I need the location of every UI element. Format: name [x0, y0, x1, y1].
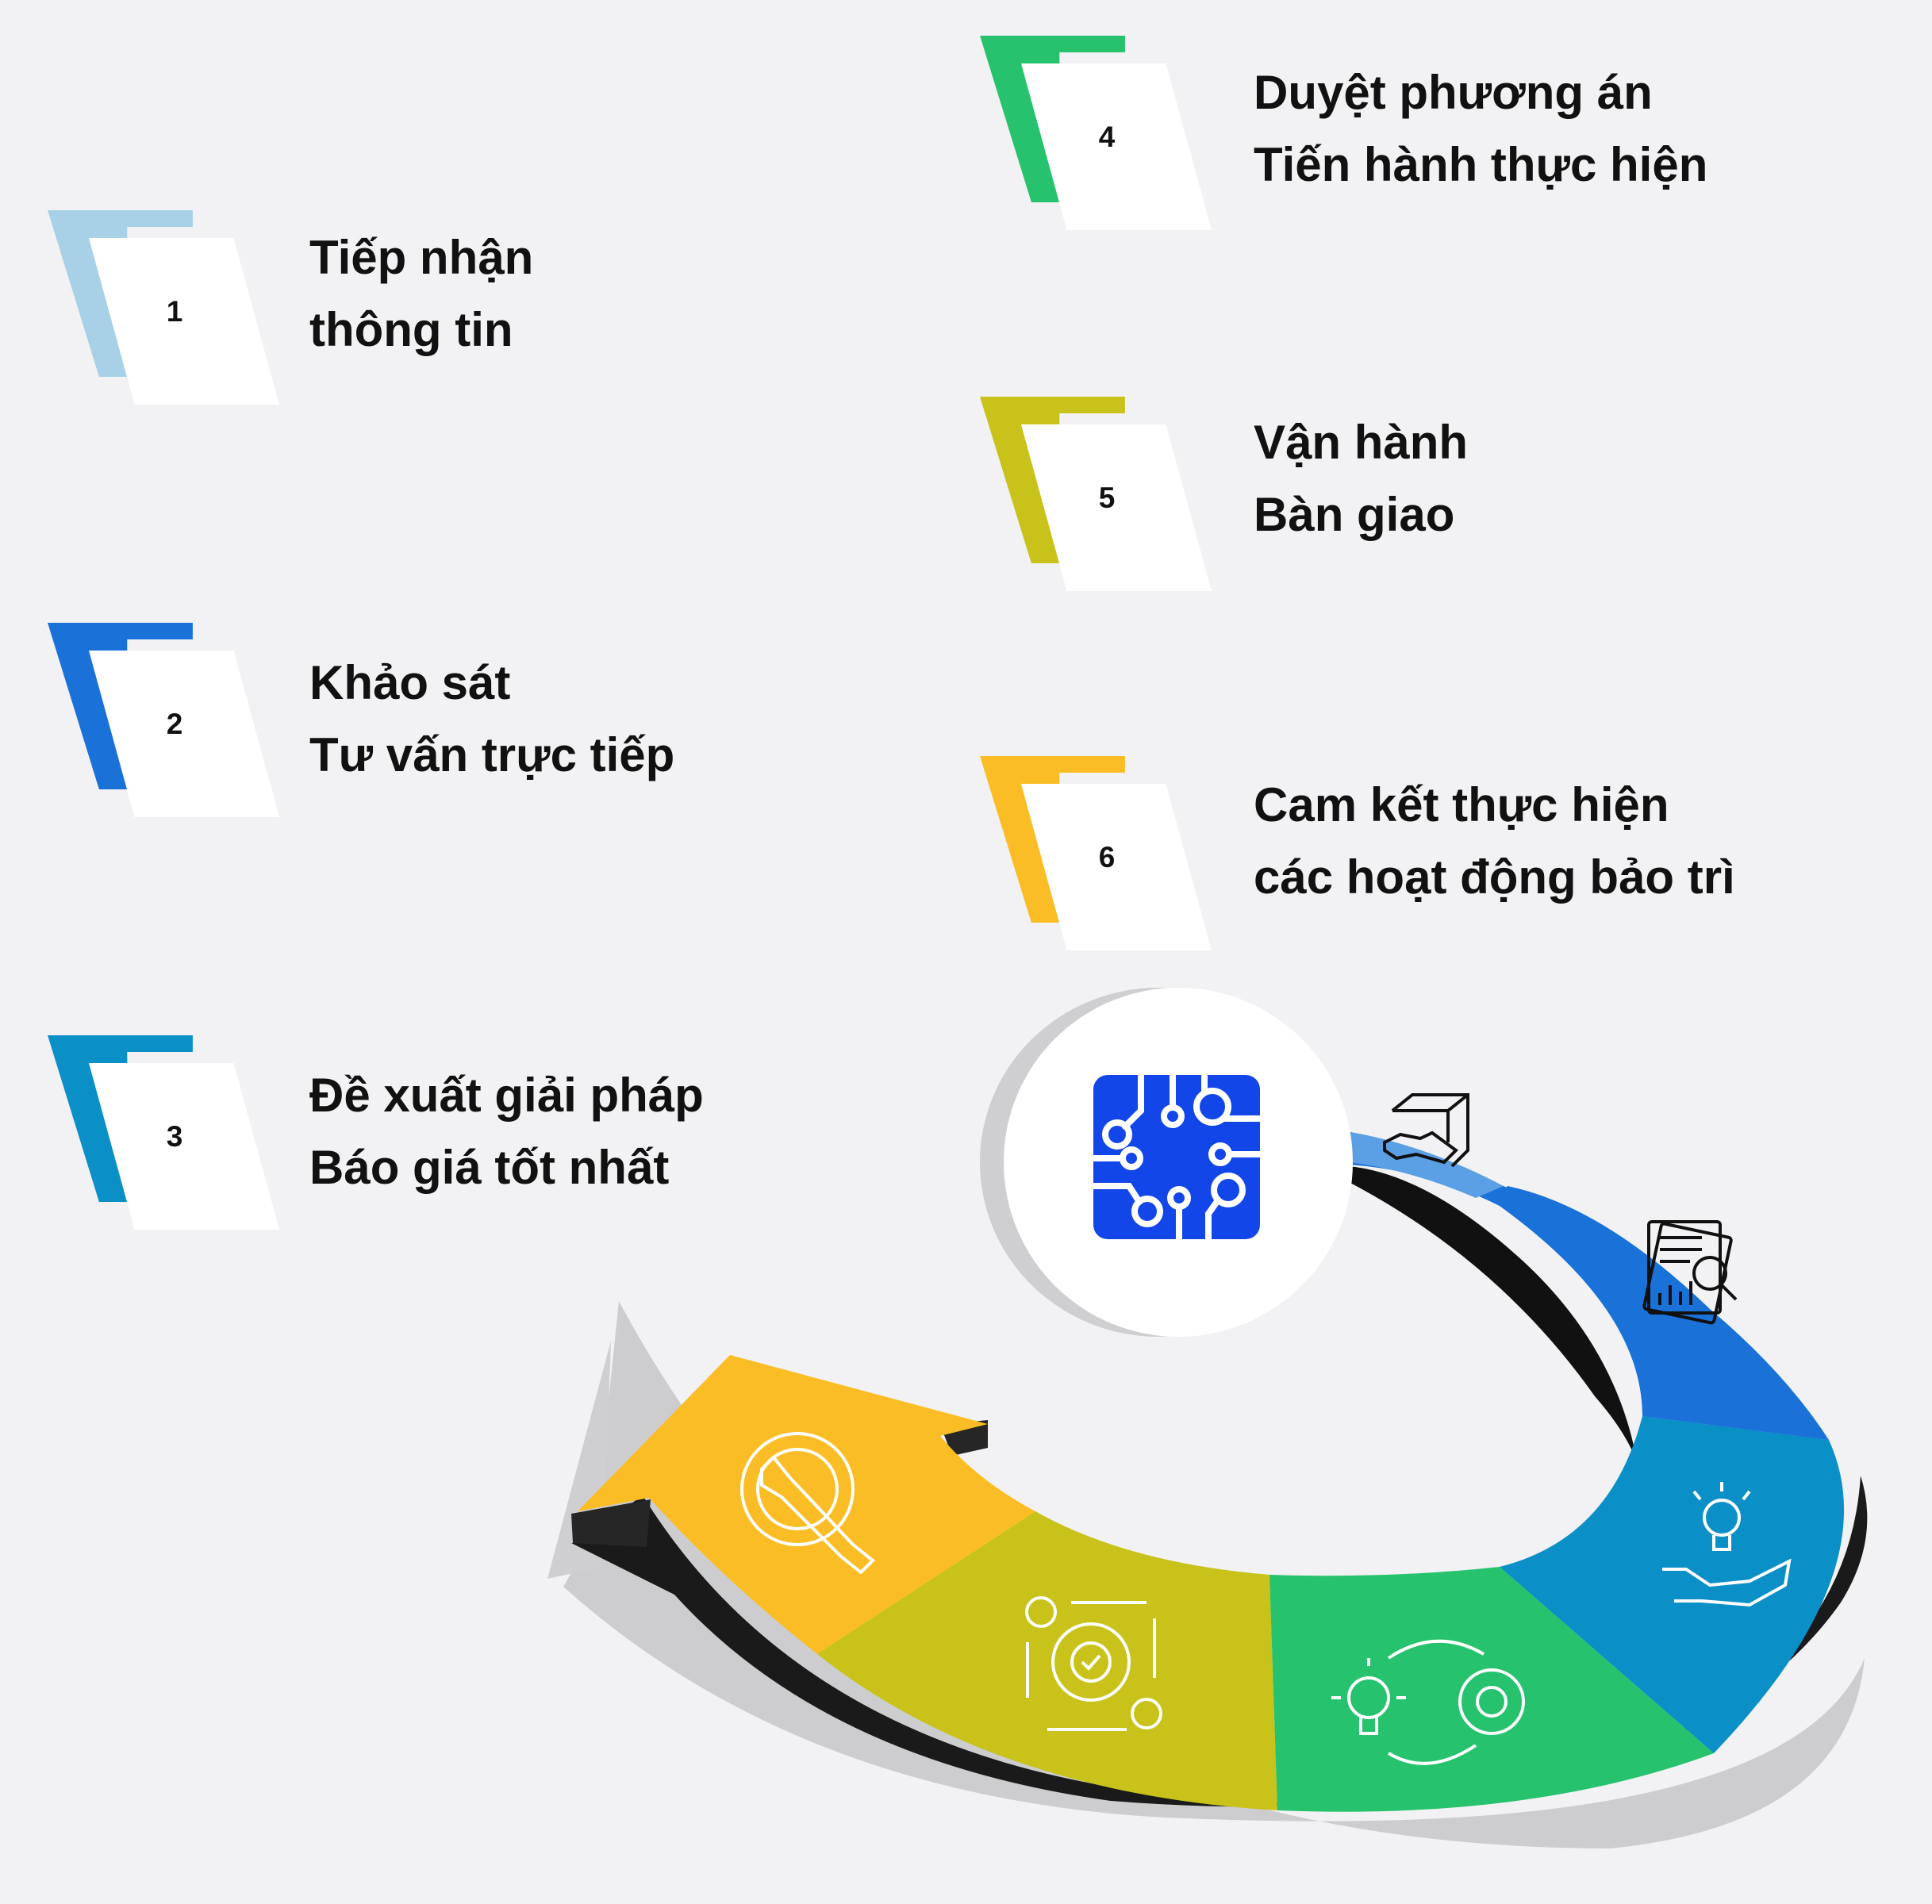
ring-segment-1 [1341, 1130, 1504, 1198]
ring-segment-2b [1349, 1142, 1829, 1440]
circuit-board-icon [1090, 1072, 1263, 1242]
step-badge: 1 [48, 210, 279, 405]
step-badge: 4 [980, 36, 1212, 230]
step-number: 1 [166, 295, 183, 328]
ring-segment-5 [817, 1511, 1277, 1810]
step-subtitle: Báo giá tốt nhất [309, 1141, 670, 1194]
step-number: 5 [1098, 482, 1116, 514]
step-title: Tiếp nhận [309, 231, 534, 284]
step-title: Cam kết thực hiện [1254, 778, 1669, 831]
ring-segment-4 [1269, 1567, 1714, 1812]
step-subtitle: Tư vấn trực tiếp [309, 728, 675, 781]
step-text: Tiếp nhận thông tin [309, 221, 533, 366]
step-text: Duyệt phương án Tiến hành thực hiện [1254, 56, 1707, 201]
ring-segment-3 [1500, 1416, 1845, 1753]
step-text: Đề xuất giải pháp Báo giá tốt nhất [309, 1059, 704, 1203]
step-text: Cam kết thực hiện các hoạt động bảo trì [1254, 769, 1735, 913]
wrench-gear-icon [740, 1432, 875, 1575]
step-number: 2 [166, 708, 183, 740]
step-title: Đề xuất giải pháp [309, 1069, 704, 1122]
step-title: Duyệt phương án [1254, 66, 1653, 119]
step-number: 6 [1098, 841, 1116, 873]
step-number: 4 [1098, 121, 1116, 153]
report-magnifier-icon [1642, 1220, 1738, 1325]
idea-gear-cycle-icon [1331, 1639, 1525, 1765]
step-badge: 6 [980, 756, 1212, 950]
arrow-tip-base [571, 1499, 651, 1547]
ring-segment-6 [578, 1355, 1035, 1654]
gear-check-process-icon [1025, 1596, 1162, 1731]
step-badge: 3 [48, 1035, 279, 1230]
step-subtitle: Bàn giao [1254, 488, 1455, 541]
step-title: Khảo sát [309, 656, 511, 709]
step-title: Vận hành [1254, 416, 1469, 469]
lightbulb-hand-icon [1662, 1482, 1792, 1607]
step-number: 3 [166, 1120, 183, 1153]
handshake-box-icon [1383, 1093, 1469, 1168]
step-subtitle: các hoạt động bảo trì [1254, 850, 1735, 904]
ring-base [571, 1476, 1868, 1807]
step-badge: 2 [48, 623, 279, 817]
ring-segments [578, 1130, 1845, 1812]
ring-inner-shadow [1349, 1166, 1644, 1507]
step-text: Khảo sát Tư vấn trực tiếp [309, 647, 674, 791]
step-badge: 5 [980, 397, 1212, 591]
step-subtitle: thông tin [309, 303, 513, 356]
step-text: Vận hành Bàn giao [1254, 406, 1468, 551]
step-subtitle: Tiến hành thực hiện [1254, 138, 1708, 191]
